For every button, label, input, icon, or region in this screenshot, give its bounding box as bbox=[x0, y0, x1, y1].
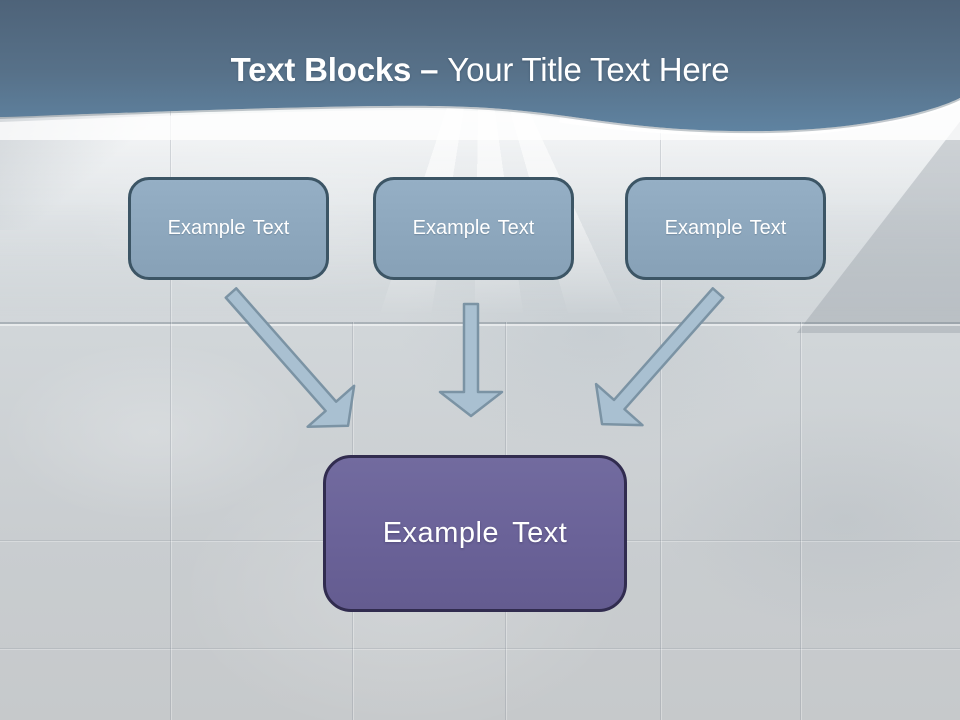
text-block-1: Example Text bbox=[128, 177, 329, 280]
title-bold-text: Text Blocks – bbox=[230, 51, 439, 88]
text-block-3-label: Example Text bbox=[664, 217, 787, 239]
wall-seam-vertical bbox=[170, 110, 171, 720]
wall-seam-horizontal bbox=[0, 322, 960, 324]
title-regular-text: Your Title Text Here bbox=[447, 51, 730, 88]
slide-title: Text Blocks –Your Title Text Here bbox=[0, 50, 960, 90]
text-block-1-label: Example Text bbox=[167, 217, 290, 239]
text-block-center-label: Example Text bbox=[382, 517, 568, 549]
text-block-3: Example Text bbox=[625, 177, 826, 280]
wall-seam-vertical bbox=[800, 322, 801, 720]
wall-seam-horizontal-faint bbox=[0, 648, 960, 649]
text-block-2-label: Example Text bbox=[412, 217, 535, 239]
header-wave-band bbox=[0, 0, 960, 140]
text-block-center: Example Text bbox=[323, 455, 627, 612]
text-block-2: Example Text bbox=[373, 177, 574, 280]
